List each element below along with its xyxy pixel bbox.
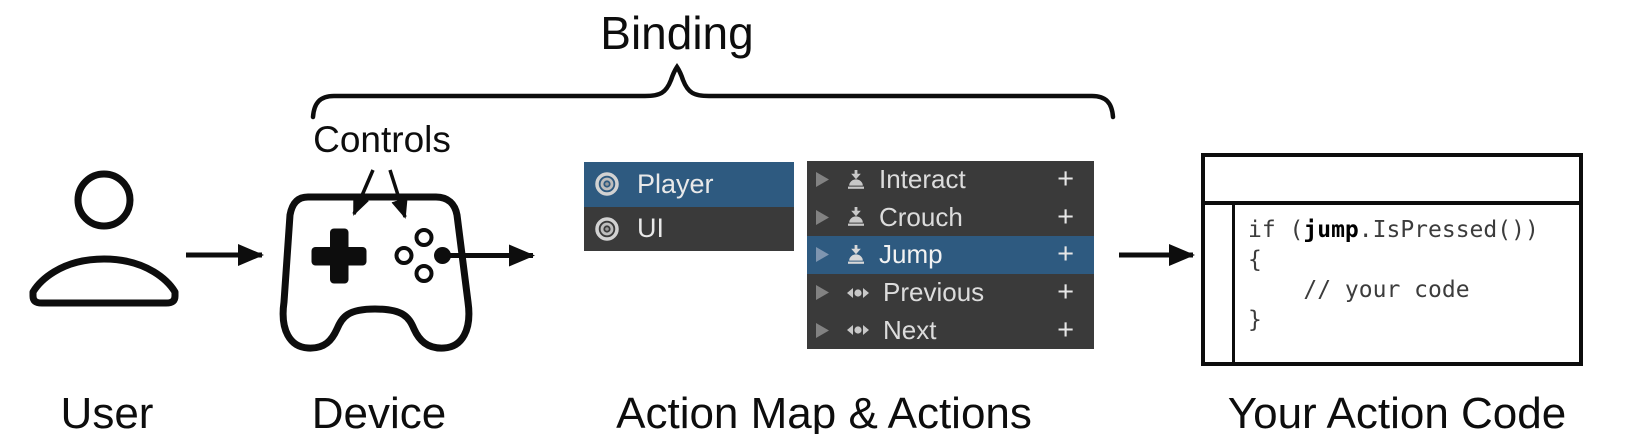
controls-arrow-left <box>352 169 375 216</box>
foldout-triangle-icon[interactable] <box>814 245 831 264</box>
code-window-body: if (jump.IsPressed()) { // your code } <box>1205 205 1579 362</box>
add-binding-button[interactable]: + <box>1057 276 1074 309</box>
action-row-previous[interactable]: Previous + <box>807 274 1094 312</box>
gamepad-icon <box>279 193 473 352</box>
binding-label: Binding <box>600 7 754 59</box>
code-window: if (jump.IsPressed()) { // your code } <box>1201 153 1583 366</box>
action-code-caption: Your Action Code <box>1227 389 1567 434</box>
controls-label: Controls <box>313 119 451 160</box>
code-text: if (jump.IsPressed()) { // your code } <box>1235 205 1539 362</box>
axis-action-icon <box>847 287 869 298</box>
action-row-next[interactable]: Next + <box>807 311 1094 349</box>
foldout-triangle-icon[interactable] <box>814 321 831 340</box>
user-icon <box>29 170 179 307</box>
device-caption: Device <box>311 389 447 434</box>
axis-action-icon <box>847 325 869 336</box>
add-binding-button[interactable]: + <box>1057 313 1074 346</box>
action-map-icon <box>595 217 619 241</box>
foldout-triangle-icon[interactable] <box>814 170 831 189</box>
action-map-row-player[interactable]: Player <box>584 162 794 207</box>
binding-brace <box>310 62 1116 120</box>
code-gutter <box>1205 205 1235 362</box>
user-caption: User <box>60 389 154 434</box>
action-row-jump[interactable]: Jump + <box>807 236 1094 274</box>
code-window-titlebar <box>1205 157 1579 205</box>
face-buttons-icon <box>394 228 451 283</box>
foldout-triangle-icon[interactable] <box>814 283 831 302</box>
action-map-row-ui[interactable]: UI <box>584 207 794 252</box>
action-label: Interact <box>879 164 966 195</box>
code-line-close-brace: } <box>1248 307 1262 333</box>
action-map-label: UI <box>637 213 664 244</box>
dpad-icon <box>311 228 367 284</box>
action-map-caption: Action Map & Actions <box>616 389 1032 434</box>
add-binding-button[interactable]: + <box>1057 238 1074 271</box>
code-keyword-jump: jump <box>1303 217 1359 243</box>
add-binding-button[interactable]: + <box>1057 163 1074 196</box>
foldout-triangle-icon[interactable] <box>814 208 831 227</box>
add-binding-button[interactable]: + <box>1057 200 1074 233</box>
action-label: Next <box>883 314 937 345</box>
code-line-open-brace: { <box>1248 247 1262 273</box>
button-action-icon <box>848 207 864 227</box>
actions-panel: Interact + Crouch + Jump <box>807 161 1094 349</box>
action-label: Previous <box>883 277 985 308</box>
code-line-comment: // your code <box>1248 277 1470 303</box>
action-map-icon <box>595 172 619 196</box>
action-maps-panel: Player UI <box>584 162 794 251</box>
action-row-crouch[interactable]: Crouch + <box>807 199 1094 237</box>
action-row-interact[interactable]: Interact + <box>807 161 1094 199</box>
action-label: Crouch <box>879 201 963 232</box>
button-action-icon <box>848 169 864 189</box>
action-map-label: Player <box>637 168 714 199</box>
action-label: Jump <box>879 239 943 270</box>
button-action-icon <box>848 244 864 264</box>
code-line-if: if (jump.IsPressed()) <box>1248 217 1539 243</box>
